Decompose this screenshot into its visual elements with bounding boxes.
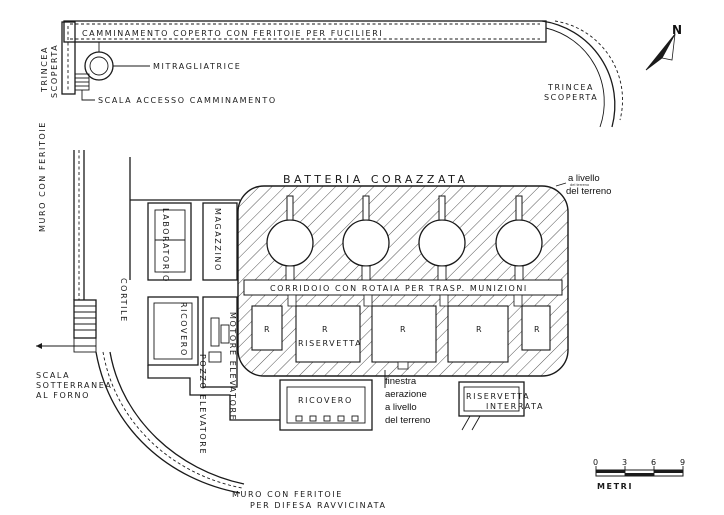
level-note-small: del terreno bbox=[570, 182, 590, 187]
trench-top-label-line2: SCOPERTA bbox=[50, 44, 59, 98]
battery-label: BATTERIA CORAZZATA bbox=[283, 173, 469, 186]
stair-label-line3: AL FORNO bbox=[36, 391, 90, 400]
walkway-stair-label: SCALA ACCESSO CAMMINAMENTO bbox=[98, 96, 277, 105]
armoured-battery bbox=[237, 185, 569, 377]
wall-bottom-label-line2: PER DIFESA RAVVICINATA bbox=[250, 501, 387, 510]
level-note-line2: del terreno bbox=[566, 186, 611, 197]
stair-label-line2: SOTTERRANEA bbox=[36, 381, 112, 390]
scale-unit: METRI bbox=[597, 482, 633, 491]
covered-walkway-label: CAMMINAMENTO COPERTO CON FERITOIE PER FU… bbox=[82, 29, 383, 38]
buried-store-label-line2: INTERRATA bbox=[486, 402, 544, 411]
window-note-line4: del terreno bbox=[385, 415, 430, 426]
buried-store bbox=[458, 381, 525, 431]
scale-tick-3: 3 bbox=[622, 458, 627, 467]
warehouse-label: MAGAZZINO bbox=[213, 208, 222, 272]
window-note-line3: a livello bbox=[385, 402, 417, 413]
window-note-line2: aerazione bbox=[385, 389, 427, 400]
wall-bottom-label-line1: MURO CON FERITOIE bbox=[232, 490, 343, 499]
room-marker-5: R bbox=[534, 325, 541, 334]
covered-walkway bbox=[61, 20, 623, 128]
elevator-shaft-label: POZZO ELEVATORE bbox=[198, 354, 207, 455]
room-marker-3: R bbox=[400, 325, 407, 334]
service-buildings bbox=[129, 157, 240, 421]
scale-tick-6: 6 bbox=[651, 458, 656, 467]
scale-tick-0: 0 bbox=[593, 458, 598, 467]
machine-gun-label: MITRAGLIATRICE bbox=[153, 62, 241, 71]
room-marker-1: R bbox=[264, 325, 271, 334]
corridor-label: CORRIDOIO CON ROTAIA PER TRASP. MUNIZION… bbox=[270, 284, 528, 293]
stair-label-line1: SCALA bbox=[36, 371, 70, 380]
turret-pits bbox=[266, 195, 543, 281]
level-note-line1: a livello bbox=[568, 173, 600, 184]
north-arrow bbox=[645, 33, 676, 71]
wall-left-label: MURO CON FERITOIE bbox=[38, 121, 47, 232]
shelter-bottom-label: RICOVERO bbox=[298, 396, 353, 405]
courtyard-label: CORTILE bbox=[119, 278, 128, 323]
shelter-left-label: RICOVERO bbox=[179, 302, 188, 357]
trench-right-label-line2: SCOPERTA bbox=[544, 93, 598, 102]
trench-top-label-line1: TRINCEA bbox=[40, 46, 49, 93]
room-marker-4: R bbox=[476, 325, 483, 334]
laboratory-label: LABORATORIO bbox=[161, 208, 170, 283]
riservetta-label: RISERVETTA bbox=[298, 339, 362, 348]
elevator-motor-label: MOTORE ELEVATORE bbox=[228, 312, 237, 421]
ammo-rooms bbox=[251, 294, 551, 370]
trench-right-label-line1: TRINCEA bbox=[547, 83, 594, 92]
window-note-line1: finestra bbox=[385, 376, 417, 387]
left-loophole-wall bbox=[36, 150, 245, 494]
north-label: N bbox=[672, 23, 682, 37]
lower-shelter bbox=[238, 379, 373, 431]
scale-tick-9: 9 bbox=[680, 458, 685, 467]
buried-store-label-line1: RISERVETTA bbox=[466, 392, 530, 401]
room-marker-2: R bbox=[322, 325, 329, 334]
scale-bar bbox=[595, 466, 684, 477]
